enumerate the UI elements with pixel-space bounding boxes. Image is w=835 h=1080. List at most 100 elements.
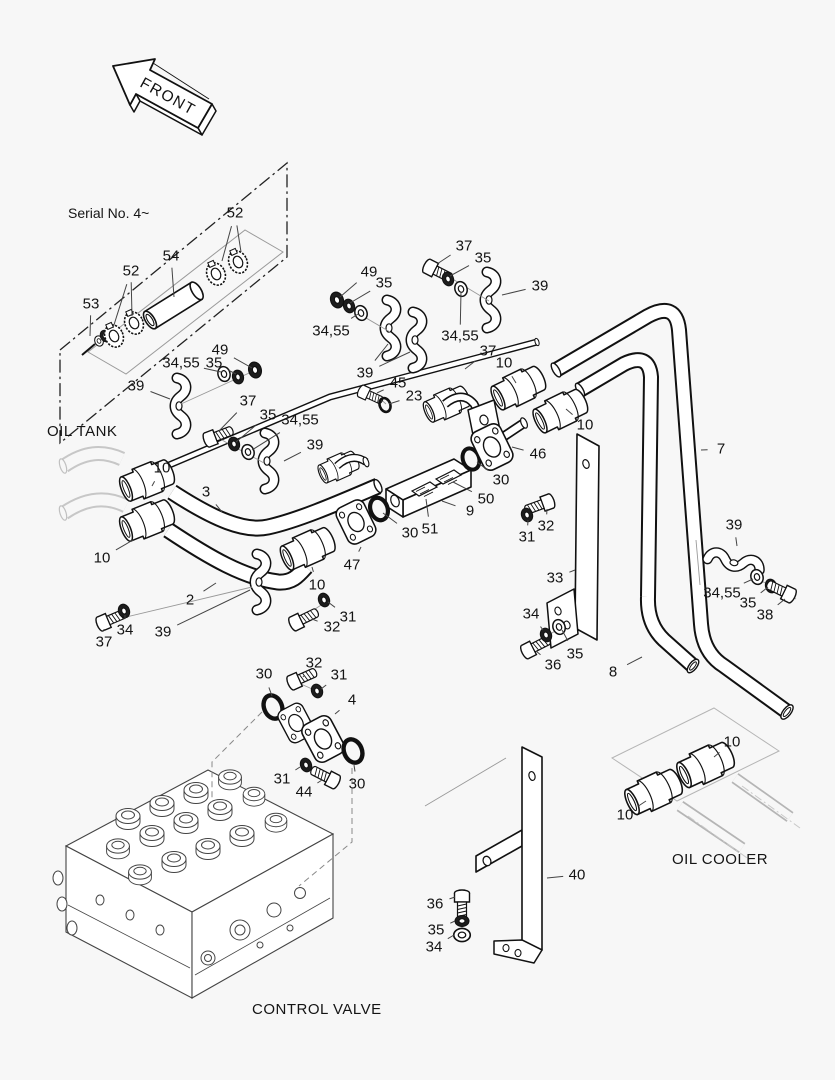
leader-line	[382, 512, 398, 524]
leader-line	[358, 546, 362, 552]
leader-line	[353, 764, 356, 772]
washer-34-55	[239, 442, 257, 462]
inset-clamp-52	[119, 306, 148, 338]
leader-line	[115, 539, 134, 551]
pipe-clamp-39	[263, 433, 274, 489]
leader-line	[638, 800, 647, 807]
leader-line	[569, 569, 576, 573]
leader-line	[441, 500, 456, 507]
leader-line	[339, 282, 358, 298]
bracket-40	[475, 746, 543, 964]
washer-31	[308, 682, 326, 700]
flange-4-assembly	[260, 692, 366, 765]
leader-line	[283, 451, 302, 462]
leader-line	[151, 481, 156, 487]
inset-clamp-52	[223, 245, 252, 277]
leader-line	[743, 578, 754, 584]
leader-line	[215, 504, 223, 513]
pipe-clamp-39	[175, 378, 186, 434]
hose-3	[167, 478, 383, 537]
leader-line	[379, 351, 411, 367]
leader-line	[449, 896, 456, 900]
o-ring-23	[376, 395, 394, 415]
bolt-44	[307, 762, 343, 791]
leader-line	[511, 446, 524, 451]
leader-line	[233, 357, 253, 369]
bolt-32	[286, 604, 322, 633]
plate-50	[434, 469, 463, 485]
manifold-9	[385, 458, 472, 518]
leader-line	[203, 367, 222, 373]
front-direction-arrow: FRONT	[112, 58, 217, 136]
o-ring-30	[340, 736, 366, 765]
leader-line	[235, 425, 256, 443]
leader-line	[450, 920, 456, 924]
leader-line	[449, 265, 470, 277]
pipe-clamp-39	[707, 551, 761, 572]
leader-line	[540, 626, 544, 631]
elbow-fitting-a	[314, 447, 370, 487]
leader-line	[535, 650, 541, 656]
leader-line	[171, 267, 175, 298]
leader-line	[320, 684, 327, 690]
leader-line	[447, 934, 455, 940]
leader-line	[511, 375, 517, 384]
serial-inset	[59, 161, 288, 445]
leader-line	[349, 290, 371, 304]
pipe-clamp-39	[385, 300, 396, 356]
leader-line	[334, 709, 340, 715]
leader-line	[89, 315, 92, 337]
control-valve-illustration	[52, 769, 335, 999]
leader-line	[221, 225, 232, 262]
leader-line	[626, 656, 643, 666]
flange-46	[467, 417, 528, 474]
washer-34-55	[215, 364, 233, 384]
dashed-leaders	[211, 711, 353, 887]
leader-line	[565, 408, 573, 415]
leader-line	[425, 498, 429, 517]
leader-line	[227, 369, 237, 375]
inset-hose-54	[142, 281, 204, 330]
hose-2	[163, 522, 313, 591]
plate-51	[410, 481, 439, 497]
leader-line	[476, 461, 489, 471]
leader-line	[376, 389, 384, 394]
leader-line	[388, 400, 400, 405]
leader-line	[311, 618, 318, 622]
washer-31	[315, 591, 333, 609]
pipe-7	[550, 302, 794, 720]
inset-clamp-52	[201, 257, 230, 289]
leader-line	[561, 629, 569, 641]
strap-lower-plate	[546, 588, 579, 649]
leader-line	[464, 360, 476, 370]
washer-34-55	[352, 303, 370, 323]
leader-line	[218, 412, 238, 432]
leader-line	[760, 586, 769, 594]
leader-line	[236, 225, 242, 253]
leader-line	[546, 875, 564, 879]
callout-leader-lines	[89, 225, 786, 940]
leader-line	[501, 288, 526, 296]
leader-line	[317, 779, 323, 784]
leader-line	[436, 254, 451, 265]
leader-line	[327, 601, 336, 608]
leader-line	[295, 766, 301, 771]
leader-line	[777, 598, 786, 606]
nut-49	[246, 360, 264, 380]
leader-line	[251, 432, 281, 451]
leader-line	[176, 589, 251, 626]
leader-line	[268, 687, 273, 697]
leader-line	[713, 752, 720, 758]
washer-34	[452, 927, 472, 943]
leader-line	[130, 282, 133, 317]
leader-line	[459, 291, 462, 325]
strap-33	[574, 433, 600, 641]
leader-line	[735, 537, 738, 547]
leader-line	[350, 313, 359, 319]
leader-line	[311, 566, 314, 573]
leader-line	[374, 343, 389, 361]
leader-line	[112, 284, 128, 329]
leader-line	[302, 675, 305, 678]
